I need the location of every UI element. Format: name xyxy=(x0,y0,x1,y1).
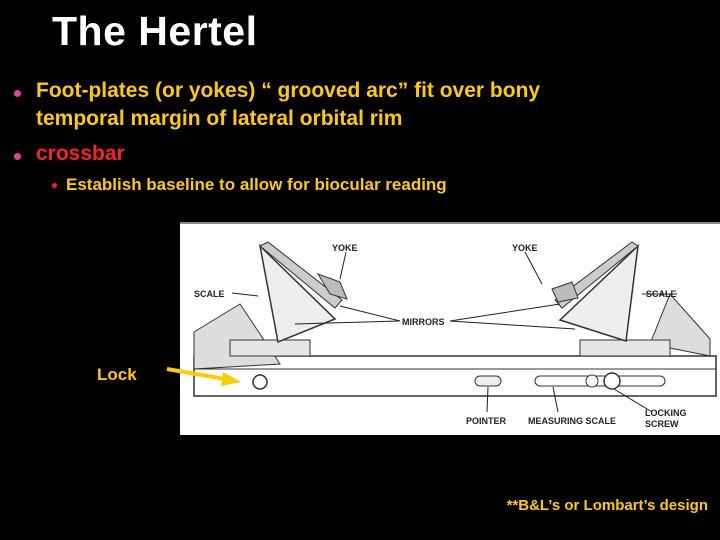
lock-arrow-icon xyxy=(166,367,241,386)
hertel-exophthalmometer-illustration: YOKE SCALE MIRRORS YOKE SCALE POINTER ME… xyxy=(193,241,717,429)
label-yoke-right: YOKE xyxy=(512,243,538,253)
sub-bullet-baseline: Establish baseline to allow for biocular… xyxy=(66,175,447,194)
sub-bullet-dot xyxy=(52,183,57,188)
label-screw: SCREW xyxy=(645,419,679,429)
bullet-dot xyxy=(14,153,21,160)
label-locking: LOCKING xyxy=(645,408,687,418)
lock-annotation-label: Lock xyxy=(97,365,137,384)
label-scale-right: SCALE xyxy=(646,289,677,299)
bullet-dot xyxy=(14,90,21,97)
label-measuring-scale: MEASURING SCALE xyxy=(528,416,616,426)
slide-title: The Hertel xyxy=(52,8,258,54)
bullet-foot-plates-line2: temporal margin of lateral orbital rim xyxy=(36,107,403,130)
label-pointer: POINTER xyxy=(466,416,507,426)
bullet-crossbar: crossbar xyxy=(36,142,125,165)
label-yoke-left: YOKE xyxy=(332,243,358,253)
bullet-foot-plates-line1: Foot-plates (or yokes) “ grooved arc” fi… xyxy=(36,79,541,102)
hertel-diagram: YOKE SCALE MIRRORS YOKE SCALE POINTER ME… xyxy=(180,222,720,435)
footer-note: **B&L’s or Lombart’s design xyxy=(506,497,708,514)
label-mirrors: MIRRORS xyxy=(402,317,445,327)
label-scale-left: SCALE xyxy=(194,289,225,299)
